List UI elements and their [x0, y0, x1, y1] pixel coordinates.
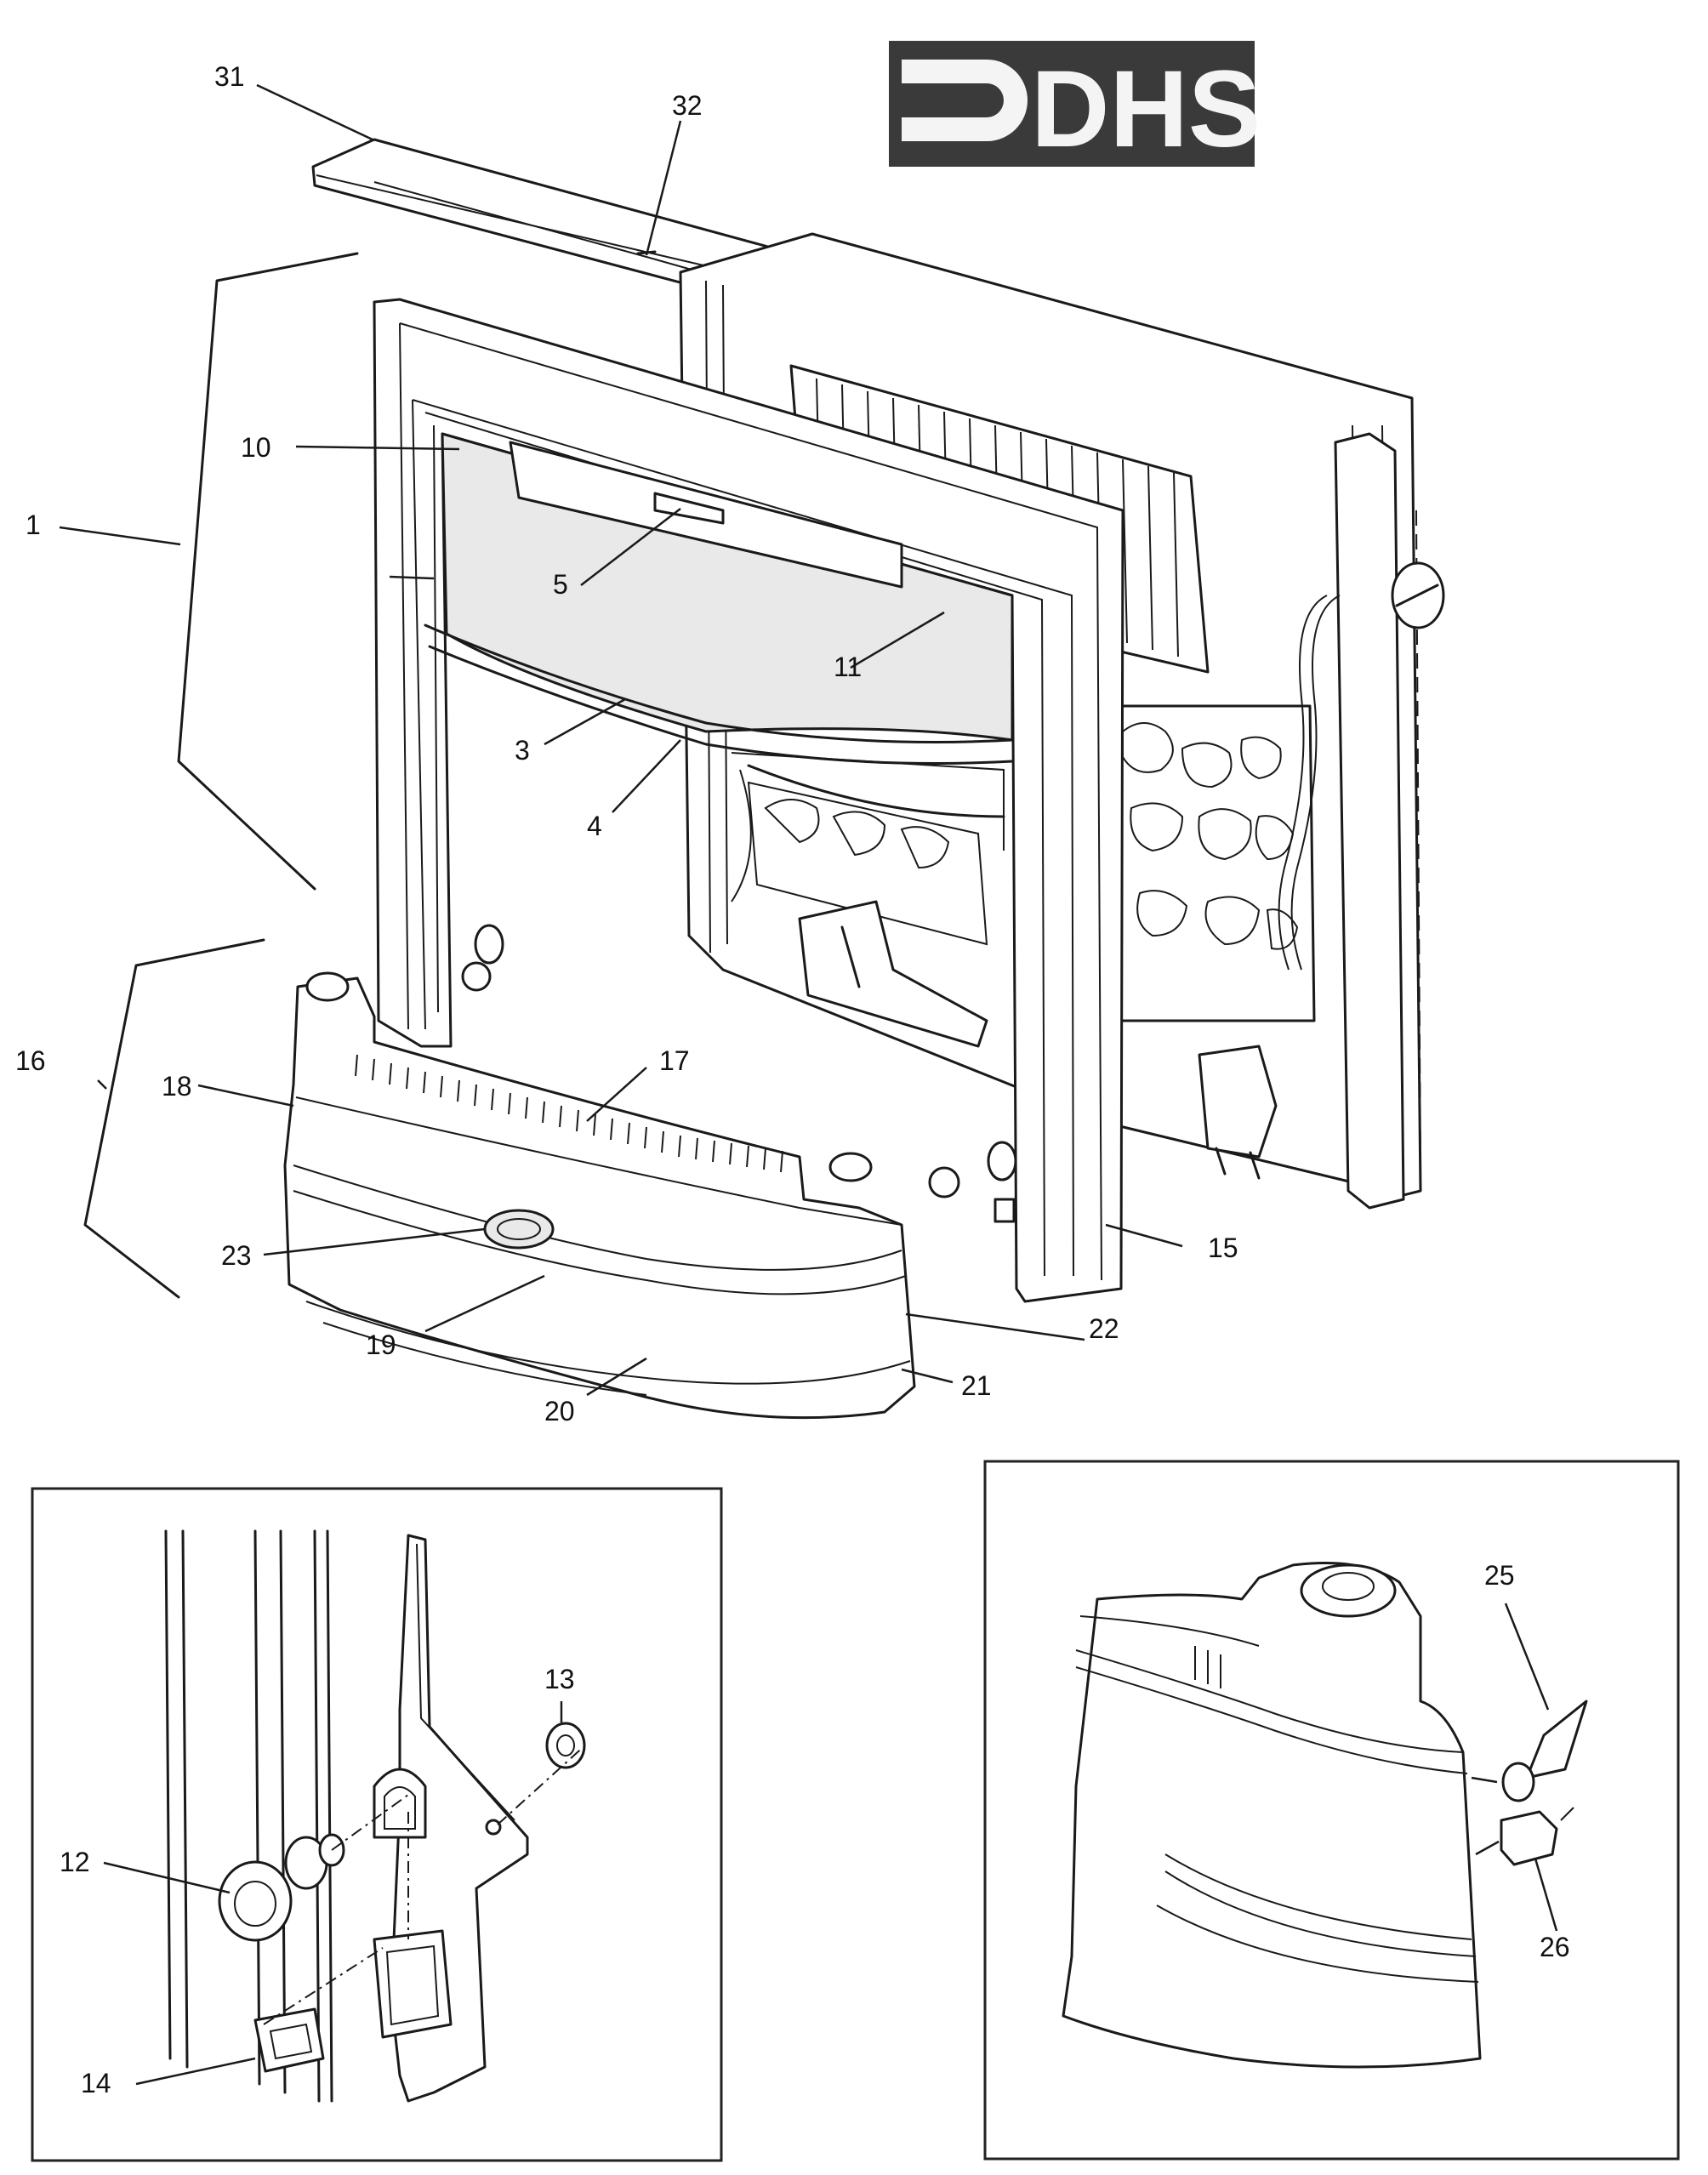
- callout-19: 19: [366, 1329, 396, 1360]
- callout-23: 23: [221, 1240, 252, 1271]
- callout-31: 31: [214, 61, 245, 92]
- canopy-part: [424, 432, 1014, 902]
- callout-17: 17: [659, 1045, 690, 1076]
- dhs-logo: DHS: [889, 41, 1261, 170]
- callout-13: 13: [544, 1664, 575, 1694]
- callout-25: 25: [1484, 1560, 1515, 1591]
- callout-32: 32: [672, 90, 703, 121]
- callout-21: 21: [961, 1370, 992, 1401]
- front-frame-part: [373, 298, 1124, 1303]
- callout-1: 1: [26, 510, 41, 540]
- detail-box-fixing: [31, 1487, 723, 2162]
- callout-5: 5: [553, 569, 568, 600]
- frame-knob-left: [461, 924, 504, 992]
- fender-badge: [483, 1209, 555, 1250]
- callout-22: 22: [1089, 1313, 1119, 1344]
- detail-spike: [1501, 1700, 1588, 1802]
- callout-16: 16: [15, 1045, 46, 1076]
- callout-26: 26: [1540, 1932, 1570, 1962]
- callout-18: 18: [162, 1071, 192, 1102]
- burner-bracket: [798, 900, 1278, 1180]
- frame-knob-right: [928, 1141, 1017, 1223]
- callout-4: 4: [587, 811, 602, 841]
- detail-clip: [253, 2007, 325, 2073]
- callout-20: 20: [544, 1396, 575, 1426]
- callout-11: 11: [834, 652, 862, 682]
- fender-part: [283, 971, 916, 1420]
- detail-box-fender-end: [983, 1460, 1680, 2161]
- assembly-brackets: [83, 252, 359, 1299]
- detail-small-clip: [1500, 1807, 1574, 1866]
- callout-3: 3: [515, 735, 530, 766]
- side-control-knob: [1391, 561, 1445, 629]
- callout-10: 10: [241, 432, 271, 463]
- leader-lines: [59, 83, 1183, 1397]
- callout-15: 15: [1208, 1233, 1238, 1263]
- logo-text: DHS: [1031, 48, 1261, 170]
- callout-12: 12: [60, 1847, 90, 1877]
- detail-knob: [218, 1833, 345, 1942]
- detail-washer: [545, 1722, 586, 1769]
- callout-14: 14: [81, 2068, 111, 2098]
